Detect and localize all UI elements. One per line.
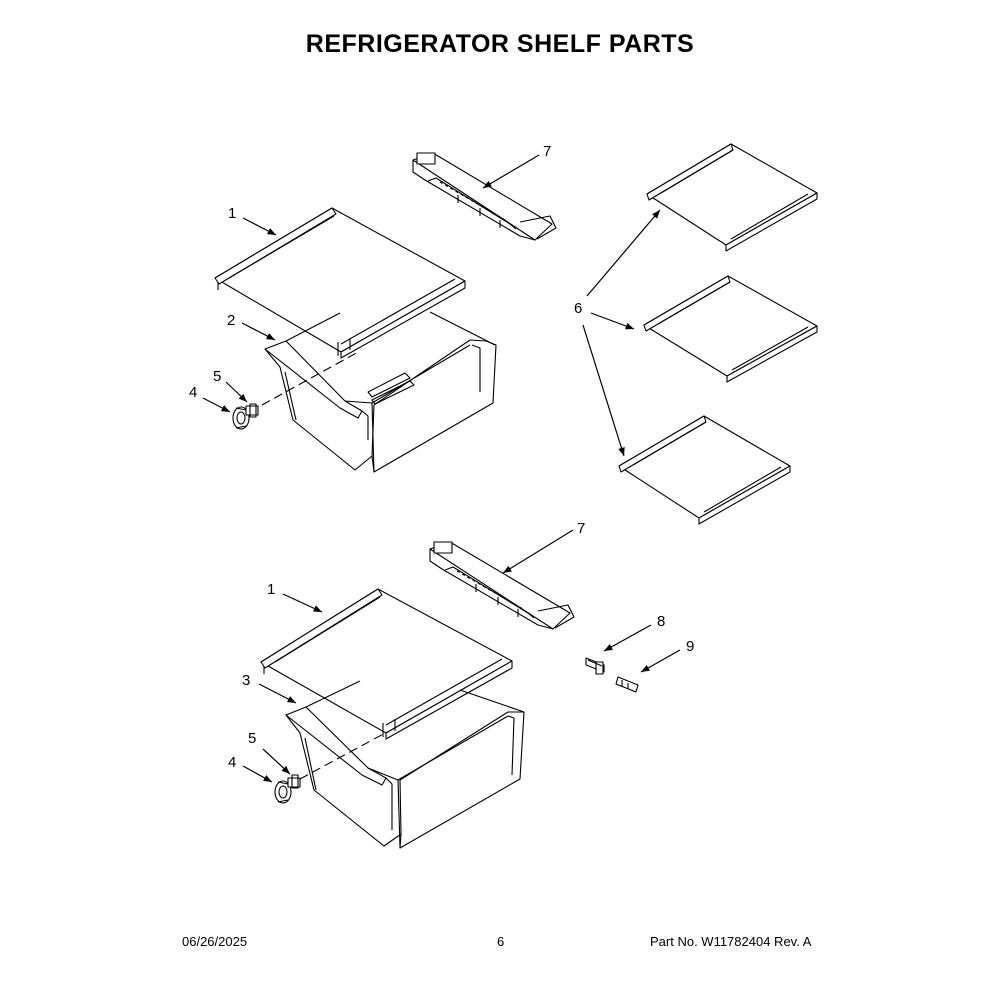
callout-2: 2 xyxy=(227,312,235,329)
roller-axle-upper xyxy=(245,403,259,418)
alignment-line-lower xyxy=(299,731,388,780)
callout-4-lower: 4 xyxy=(228,754,236,771)
callout-7-upper: 7 xyxy=(543,143,551,160)
shelf-upper-right xyxy=(646,143,818,252)
callout-3: 3 xyxy=(242,672,250,689)
footer-date: 06/26/2025 xyxy=(182,934,248,949)
leader-arrow-1-upper xyxy=(242,217,277,236)
callout-7-lower: 7 xyxy=(577,520,585,537)
leader-arrow-8 xyxy=(603,624,652,652)
drawer-slide-rail-upper xyxy=(412,152,557,241)
callout-5-lower: 5 xyxy=(248,730,256,747)
leader-arrow-4-upper xyxy=(202,397,231,413)
callout-1-lower: 1 xyxy=(267,581,275,598)
leader-arrow-6-bottom xyxy=(582,324,625,457)
crisper-cover-shelf-lower xyxy=(260,588,513,740)
roller-wheel-upper xyxy=(232,406,250,430)
footer-page-number: 6 xyxy=(497,934,505,949)
callout-8: 8 xyxy=(657,613,665,630)
footer-part-number: Part No. W11782404 Rev. A xyxy=(650,934,812,949)
leader-arrow-5-lower xyxy=(262,748,291,775)
shelf-middle-right xyxy=(643,275,818,383)
alignment-line-upper xyxy=(261,350,361,406)
leader-arrow-5-upper xyxy=(225,381,248,403)
roller-wheel-lower xyxy=(274,780,292,804)
leader-arrow-7-upper xyxy=(482,154,540,189)
callout-1-upper: 1 xyxy=(228,205,236,222)
callout-6: 6 xyxy=(574,300,582,317)
slide-stop-part xyxy=(585,657,605,675)
leader-arrow-6-top xyxy=(586,209,661,297)
leader-arrow-2 xyxy=(241,322,276,341)
callout-9: 9 xyxy=(686,638,694,655)
leader-arrow-9 xyxy=(640,649,681,673)
leader-arrow-7-lower xyxy=(502,529,574,574)
leader-arrow-6-middle xyxy=(590,312,635,330)
drawer-slide-rail-lower xyxy=(429,541,575,630)
leader-arrow-3 xyxy=(258,683,297,704)
roller-axle-lower xyxy=(287,774,301,789)
shelf-lower-right xyxy=(618,415,791,525)
callout-5-upper: 5 xyxy=(213,368,221,385)
leader-arrow-1-lower xyxy=(282,593,323,613)
slide-clip-part xyxy=(615,676,639,693)
crisper-drawer-upper xyxy=(264,311,497,473)
leader-arrow-4-lower xyxy=(242,765,273,783)
callout-4-upper: 4 xyxy=(189,384,197,401)
page-title: REFRIGERATOR SHELF PARTS xyxy=(305,30,695,58)
crisper-drawer-lower xyxy=(285,680,525,849)
crisper-cover-shelf-upper xyxy=(214,207,466,359)
